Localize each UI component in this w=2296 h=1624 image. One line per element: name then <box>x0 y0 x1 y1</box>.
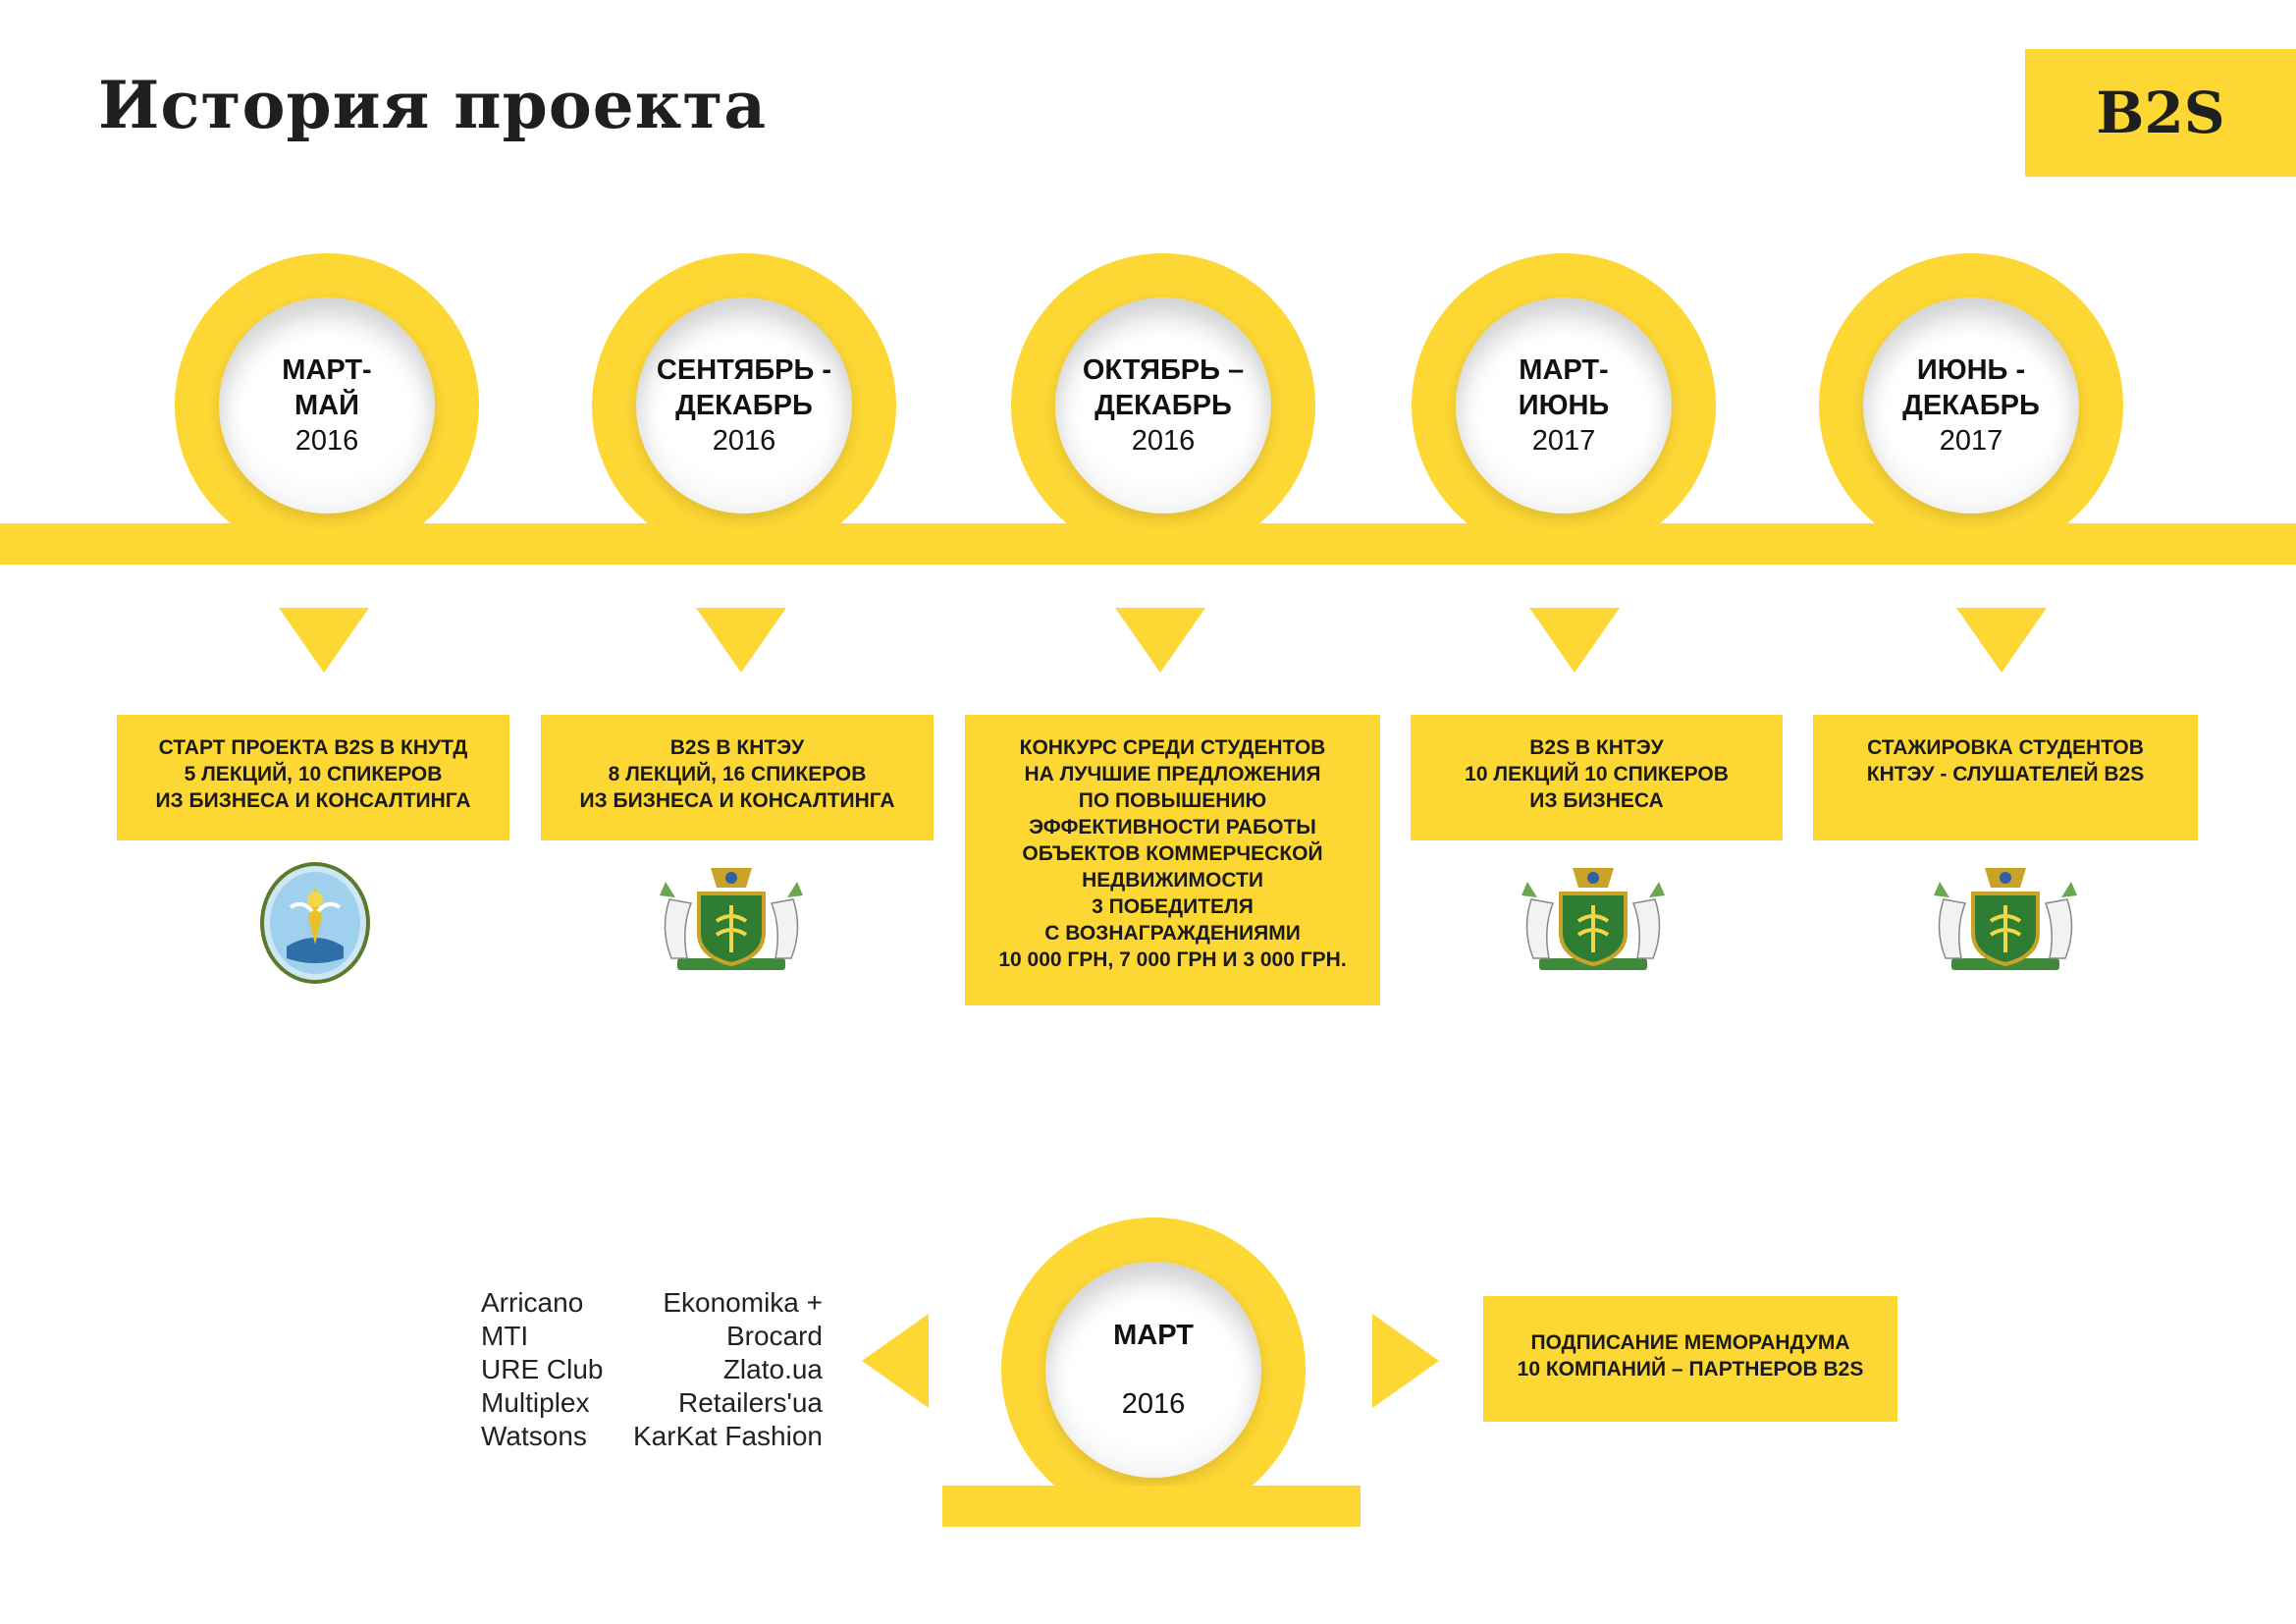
memorandum-ring: МАРТ 2016 <box>1001 1218 1306 1522</box>
description-text: ПОДПИСАНИЕ МЕМОРАНДУМА 10 КОМПАНИЙ – ПАР… <box>1517 1331 1864 1380</box>
partners-list-right: Ekonomika + Brocard Zlato.ua Retailers'u… <box>633 1287 823 1451</box>
arrow-right-icon <box>1372 1314 1439 1408</box>
description-text: КОНКУРС СРЕДИ СТУДЕНТОВ НА ЛУЧШИЕ ПРЕДЛО… <box>998 736 1347 971</box>
coat-of-arms-icon <box>660 868 803 970</box>
milestone-ring-1: МАРТ- МАЙ 2016 <box>175 253 479 558</box>
milestone-ring-3: ОКТЯБРЬ – ДЕКАБРЬ 2016 <box>1011 253 1315 558</box>
milestone-year: 2016 <box>712 425 776 457</box>
memorandum-description: ПОДПИСАНИЕ МЕМОРАНДУМА 10 КОМПАНИЙ – ПАР… <box>1483 1296 1897 1422</box>
coat-of-arms-icon <box>1522 868 1665 970</box>
milestone-date-2: СЕНТЯБРЬ - ДЕКАБРЬ 2016 <box>636 298 852 514</box>
page-title: История проекта <box>98 67 768 143</box>
milestone-date-line1: ИЮНЬ - <box>1916 354 2026 386</box>
arrow-down-icon <box>279 608 369 673</box>
arrow-down-icon <box>696 608 786 673</box>
arrow-down-icon <box>1529 608 1620 673</box>
memorandum-date: МАРТ 2016 <box>1045 1262 1261 1478</box>
description-text: B2S В КНТЭУ 8 ЛЕКЦИЙ, 16 СПИКЕРОВ ИЗ БИЗ… <box>579 736 895 812</box>
arrow-down-icon <box>1115 608 1205 673</box>
milestone-description-3: КОНКУРС СРЕДИ СТУДЕНТОВ НА ЛУЧШИЕ ПРЕДЛО… <box>965 715 1380 1005</box>
milestone-year: 2016 <box>1131 425 1196 457</box>
milestone-description-4: B2S В КНТЭУ 10 ЛЕКЦИЙ 10 СПИКЕРОВ ИЗ БИЗ… <box>1411 715 1783 840</box>
milestone-description-5: СТАЖИРОВКА СТУДЕНТОВ КНТЭУ - СЛУШАТЕЛЕЙ … <box>1813 715 2198 840</box>
milestone-year: 2017 <box>1939 425 2003 457</box>
description-text: СТАРТ ПРОЕКТА B2S В КНУТД 5 ЛЕКЦИЙ, 10 С… <box>155 736 471 812</box>
description-text: СТАЖИРОВКА СТУДЕНТОВ КНТЭУ - СЛУШАТЕЛЕЙ … <box>1866 736 2145 785</box>
arrow-down-icon <box>1956 608 2047 673</box>
milestone-ring-2: СЕНТЯБРЬ - ДЕКАБРЬ 2016 <box>592 253 896 558</box>
milestone-date-1: МАРТ- МАЙ 2016 <box>219 298 435 514</box>
milestone-year: 2017 <box>1531 425 1596 457</box>
milestone-date-line1: МАРТ- <box>1519 354 1609 386</box>
memorandum-base-band <box>942 1486 1361 1527</box>
milestone-date-4: МАРТ- ИЮНЬ 2017 <box>1456 298 1672 514</box>
milestone-date-line1: ОКТЯБРЬ – <box>1082 354 1245 386</box>
milestone-date-5: ИЮНЬ - ДЕКАБРЬ 2017 <box>1863 298 2079 514</box>
milestone-ring-4: МАРТ- ИЮНЬ 2017 <box>1412 253 1716 558</box>
b2s-logo: B2S <box>2025 49 2296 177</box>
coat-of-arms-icon <box>1934 868 2077 970</box>
memorandum-month: МАРТ <box>1113 1320 1194 1351</box>
milestone-date-line2: ДЕКАБРЬ <box>1902 390 2040 421</box>
milestone-date-line2: МАЙ <box>294 390 359 421</box>
milestone-date-line2: ИЮНЬ <box>1518 390 1610 421</box>
university-emblem-icon <box>260 862 370 984</box>
milestone-date-line1: СЕНТЯБРЬ - <box>656 354 832 386</box>
memorandum-year: 2016 <box>1121 1388 1186 1420</box>
milestone-year: 2016 <box>294 425 359 457</box>
arrow-left-icon <box>862 1314 929 1408</box>
milestone-date-line2: ДЕКАБРЬ <box>1095 390 1232 421</box>
logo-text: B2S <box>2096 80 2225 146</box>
milestone-description-2: B2S В КНТЭУ 8 ЛЕКЦИЙ, 16 СПИКЕРОВ ИЗ БИЗ… <box>541 715 934 840</box>
description-text: B2S В КНТЭУ 10 ЛЕКЦИЙ 10 СПИКЕРОВ ИЗ БИЗ… <box>1465 736 1729 812</box>
milestone-date-line1: МАРТ- <box>282 354 372 386</box>
milestone-ring-5: ИЮНЬ - ДЕКАБРЬ 2017 <box>1819 253 2123 558</box>
milestone-description-1: СТАРТ ПРОЕКТА B2S В КНУТД 5 ЛЕКЦИЙ, 10 С… <box>117 715 509 840</box>
milestone-date-3: ОКТЯБРЬ – ДЕКАБРЬ 2016 <box>1055 298 1271 514</box>
milestone-date-line2: ДЕКАБРЬ <box>675 390 813 421</box>
partners-list-left: Arricano MTI URE Club Multiplex Watsons <box>481 1287 604 1451</box>
